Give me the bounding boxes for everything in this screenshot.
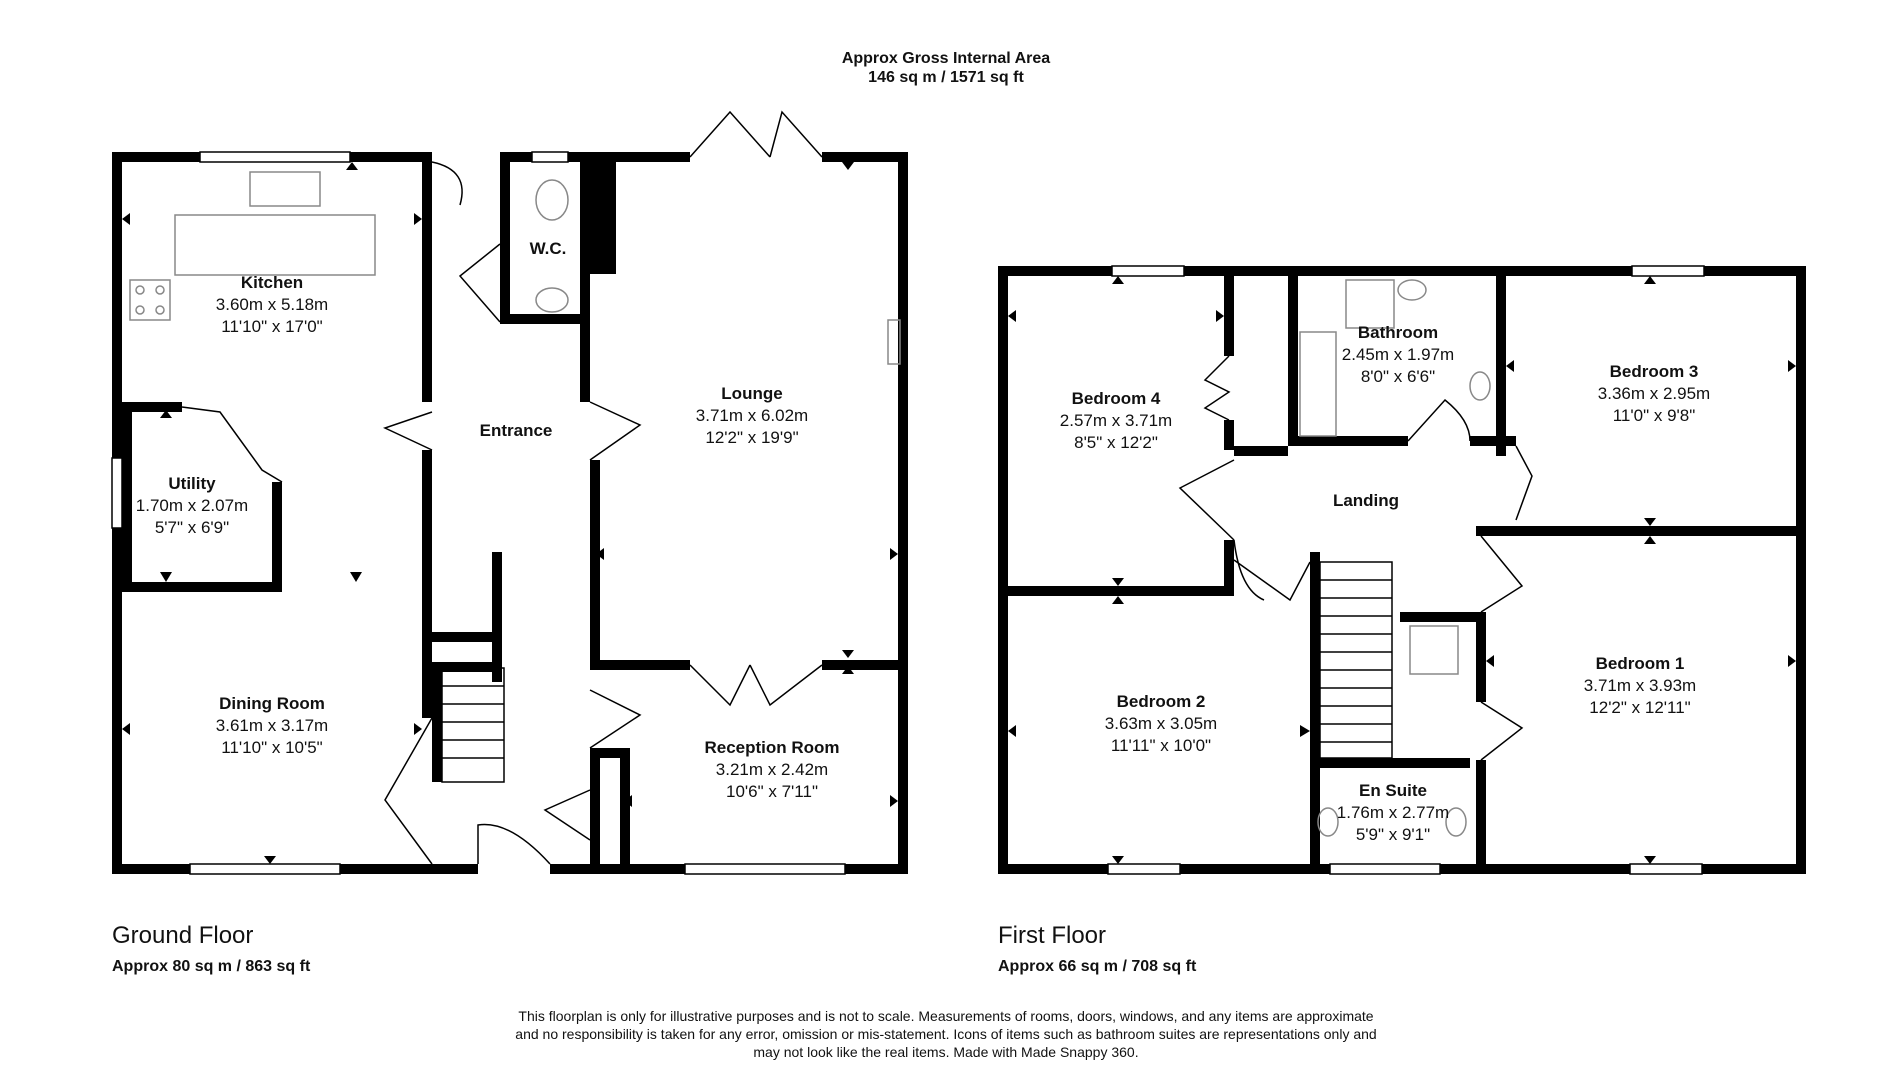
bedroom-4-name: Bedroom 4 xyxy=(1072,389,1161,408)
ground-floor-stairs xyxy=(441,667,505,783)
dining-room-name: Dining Room xyxy=(219,694,325,713)
first-floor-area: Approx 66 sq m / 708 sq ft xyxy=(998,958,1197,975)
ground-floor-area: Approx 80 sq m / 863 sq ft xyxy=(112,958,311,975)
en-suite-name: En Suite xyxy=(1359,781,1427,800)
disclaimer: This floorplan is only for illustrative … xyxy=(0,1007,1892,1061)
utility-imperial: 5'7" x 6'9" xyxy=(155,518,229,537)
bedroom-1-name: Bedroom 1 xyxy=(1596,654,1685,673)
ground-floor-windows xyxy=(111,151,846,875)
first-floor-plan: Bedroom 4 2.57m x 3.71m 8'5" x 12'2" Bat… xyxy=(998,265,1806,875)
lounge-name: Lounge xyxy=(721,384,782,403)
hob-icon xyxy=(129,279,171,321)
entrance-name: Entrance xyxy=(480,421,553,440)
header-line-1: Approx Gross Internal Area xyxy=(841,50,1051,67)
ground-floor-fixtures xyxy=(129,171,901,365)
ground-floor-title: Ground Floor xyxy=(112,922,254,949)
bedroom-3-imperial: 11'0" x 9'8" xyxy=(1613,406,1696,425)
header-line-2: 146 sq m / 1571 sq ft xyxy=(868,69,1024,86)
kitchen-imperial: 11'10" x 17'0" xyxy=(221,317,322,336)
bathroom-toilet-icon xyxy=(1397,279,1427,301)
lounge-metric: 3.71m x 6.02m xyxy=(696,406,808,425)
wc-toilet-icon xyxy=(535,179,569,221)
bedroom-1-metric: 3.71m x 3.93m xyxy=(1584,676,1696,695)
reception-room-name: Reception Room xyxy=(704,738,839,757)
wc-basin-icon xyxy=(535,287,569,313)
bedroom-3-name: Bedroom 3 xyxy=(1610,362,1699,381)
first-floor-windows xyxy=(1107,265,1705,875)
bedroom-2-imperial: 11'11" x 10'0" xyxy=(1111,736,1211,755)
bathroom-name: Bathroom xyxy=(1358,323,1438,342)
landing-name: Landing xyxy=(1333,491,1399,510)
dining-room-metric: 3.61m x 3.17m xyxy=(216,716,328,735)
first-floor-title: First Floor xyxy=(998,922,1106,949)
utility-name: Utility xyxy=(168,474,216,493)
ground-floor-doors xyxy=(181,110,823,865)
reception-room-metric: 3.21m x 2.42m xyxy=(716,760,828,779)
ensuite-basin-icon xyxy=(1445,807,1467,837)
first-floor-room-labels: Bedroom 4 2.57m x 3.71m 8'5" x 12'2" Bat… xyxy=(1060,323,1710,844)
bathroom-imperial: 8'0" x 6'6" xyxy=(1361,367,1435,386)
ensuite-toilet-icon xyxy=(1317,807,1339,837)
sink-icon xyxy=(249,171,321,207)
ensuite-shower-icon xyxy=(1409,625,1459,675)
bedroom-2-name: Bedroom 2 xyxy=(1117,692,1206,711)
kitchen-worktop xyxy=(174,214,376,276)
bedroom-2-metric: 3.63m x 3.05m xyxy=(1105,714,1217,733)
dining-room-imperial: 11'10" x 10'5" xyxy=(221,738,322,757)
reception-room-imperial: 10'6" x 7'11" xyxy=(726,782,818,801)
first-floor-stairs xyxy=(1319,561,1393,759)
first-floor-arrows xyxy=(1008,276,1796,864)
disclaimer-line-3: may not look like the real items. Made w… xyxy=(753,1044,1139,1060)
bath-icon xyxy=(1299,331,1337,437)
bedroom-4-imperial: 8'5" x 12'2" xyxy=(1074,433,1158,452)
disclaimer-line-2: and no responsibility is taken for any e… xyxy=(515,1026,1377,1042)
utility-metric: 1.70m x 2.07m xyxy=(136,496,248,515)
bedroom-4-metric: 2.57m x 3.71m xyxy=(1060,411,1172,430)
disclaimer-line-1: This floorplan is only for illustrative … xyxy=(518,1008,1374,1024)
ground-floor-arrows xyxy=(122,162,898,864)
wc-name: W.C. xyxy=(530,239,567,258)
first-floor-doors xyxy=(1178,355,1533,761)
kitchen-metric: 3.60m x 5.18m xyxy=(216,295,328,314)
kitchen-name: Kitchen xyxy=(241,273,303,292)
bedroom-1-imperial: 12'2" x 12'11" xyxy=(1589,698,1690,717)
bedroom-3-metric: 3.36m x 2.95m xyxy=(1598,384,1710,403)
en-suite-metric: 1.76m x 2.77m xyxy=(1337,803,1449,822)
gross-internal-area-header: Approx Gross Internal Area 146 sq m / 15… xyxy=(0,49,1892,87)
bathroom-metric: 2.45m x 1.97m xyxy=(1342,345,1454,364)
bathroom-basin-icon xyxy=(1469,371,1491,401)
ground-floor-room-labels: Kitchen 3.60m x 5.18m 11'10" x 17'0" Uti… xyxy=(136,239,840,801)
ground-floor-plan: Kitchen 3.60m x 5.18m 11'10" x 17'0" Uti… xyxy=(111,110,908,875)
fireplace-icon xyxy=(887,319,901,365)
en-suite-imperial: 5'9" x 9'1" xyxy=(1356,825,1430,844)
first-floor-fixtures xyxy=(1299,279,1491,837)
lounge-imperial: 12'2" x 19'9" xyxy=(705,428,798,447)
shower-icon xyxy=(1345,279,1395,329)
